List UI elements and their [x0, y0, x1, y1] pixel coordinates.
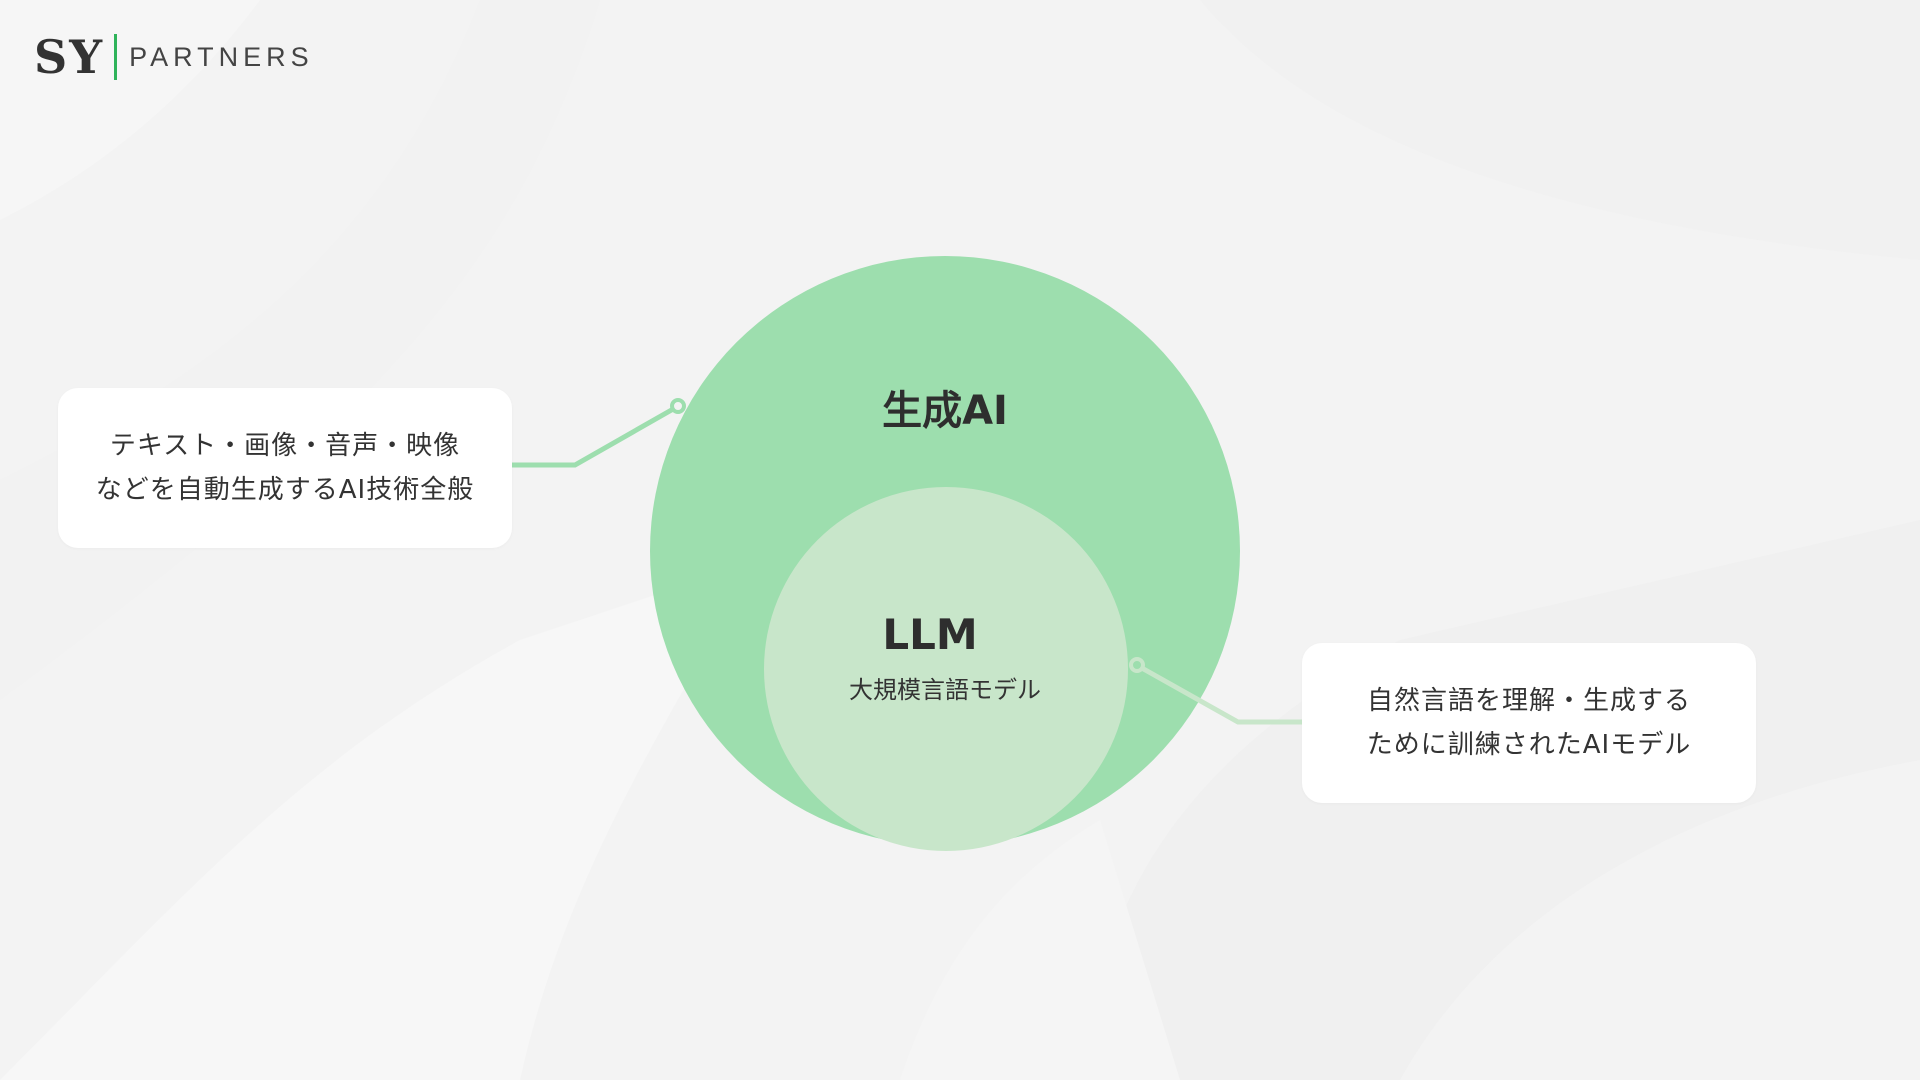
- connector-right: [1138, 664, 1302, 725]
- genai-description-line-1: テキスト・画像・音声・映像: [109, 431, 461, 461]
- logo-name: PARTNERS: [129, 41, 314, 72]
- llm-label: LLM: [882, 610, 978, 659]
- logo-divider: [114, 34, 118, 80]
- logo-mark: SY: [34, 30, 105, 84]
- connector-left-dot: [670, 398, 686, 414]
- llm-description-line-2: ために訓練されたAIモデル: [1366, 730, 1692, 760]
- connector-left: [512, 405, 677, 468]
- connector-right-dot: [1129, 657, 1145, 673]
- llm-description-card: 自然言語を理解・生成する ために訓練されたAIモデル: [1302, 643, 1756, 803]
- llm-description-line-1: 自然言語を理解・生成する: [1366, 686, 1691, 716]
- genai-description-card: テキスト・画像・音声・映像 などを自動生成するAI技術全般: [58, 388, 512, 548]
- llm-sublabel: 大規模言語モデル: [849, 676, 1041, 704]
- brand-logo: SY PARTNERS: [34, 32, 314, 82]
- genai-label: 生成AI: [882, 388, 1008, 434]
- genai-description-line-2: などを自動生成するAI技術全般: [95, 475, 475, 505]
- inner-circle-llm: [764, 487, 1128, 851]
